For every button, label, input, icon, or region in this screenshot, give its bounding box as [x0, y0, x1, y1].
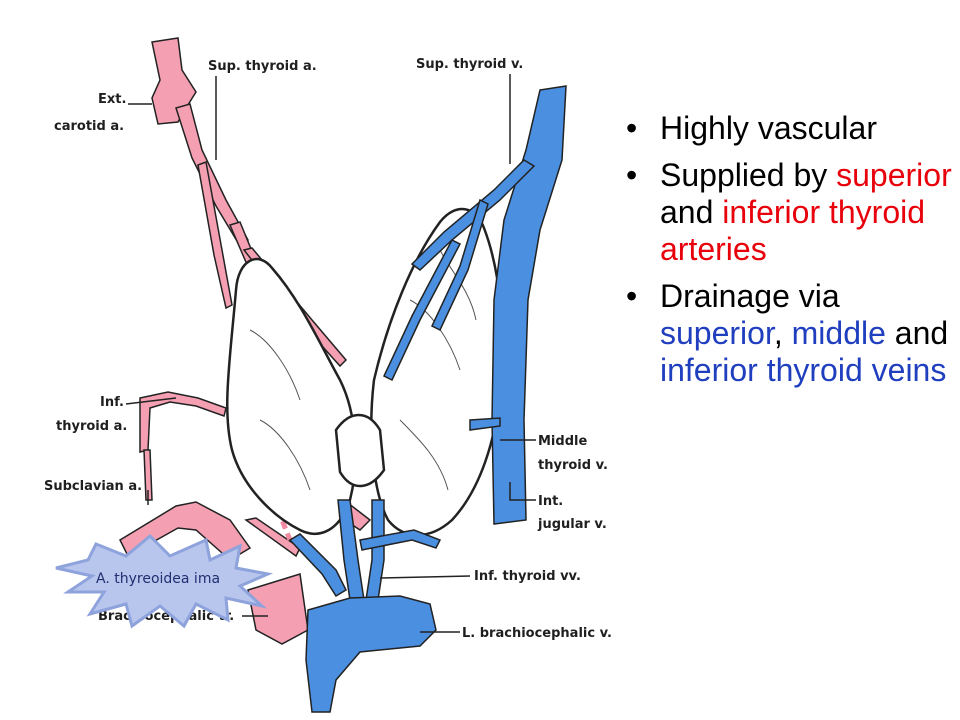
bullet-text-part: Drainage via — [660, 278, 840, 314]
right-lobe — [226, 257, 357, 535]
bullet-text: Highly vascular — [660, 110, 877, 146]
texture-line-2 — [259, 419, 311, 491]
bullet-text-part: and — [885, 315, 949, 351]
bullet-marker: • — [626, 278, 638, 314]
bullet-highly-vascular: • Highly vascular — [620, 110, 955, 147]
label-thyroid-v: thyroid v. — [538, 458, 608, 473]
internal-jugular-vein — [491, 85, 567, 525]
leader-inf-thyroid-a — [125, 397, 177, 405]
texture-line-1 — [249, 329, 301, 401]
bullet-text-part: and — [660, 194, 723, 230]
leader-int-jugular — [509, 482, 536, 501]
label-int: Int. — [538, 494, 563, 509]
superior-vein-term: superior — [660, 315, 774, 351]
middle-thyroid-vein — [469, 417, 501, 431]
leader-lines — [125, 74, 536, 633]
callout-text: A. thyreoidea ima — [96, 571, 220, 587]
anatomical-labels: Ext. carotid a. Sup. thyroid a. Sup. thy… — [44, 57, 612, 641]
label-subclavian: Subclavian a. — [44, 479, 142, 494]
superior-thyroid-vein — [410, 159, 536, 271]
bullet-text-part: Supplied by — [660, 157, 837, 193]
label-inf: Inf. — [100, 395, 124, 410]
label-inf-thyroid-vv: Inf. thyroid vv. — [474, 569, 581, 584]
bullet-supplied-by: • Supplied by superior and inferior thyr… — [620, 157, 955, 268]
brachiocephalic-trunk — [247, 573, 309, 645]
thyroid-gland — [226, 207, 504, 537]
label-l-brachiocephalic: L. brachiocephalic v. — [462, 626, 612, 641]
label-sup-thyroid-a: Sup. thyroid a. — [208, 59, 317, 74]
leader-inf-thyroid-vv — [379, 575, 471, 579]
bullet-drainage: • Drainage via superior, middle and infe… — [620, 278, 955, 389]
superior-artery-term: superior — [836, 157, 952, 193]
callout-burst — [55, 533, 274, 629]
label-middle: Middle — [538, 434, 587, 449]
sup-thyroid-branch-1 — [197, 160, 233, 310]
bullet-marker: • — [626, 110, 638, 146]
bullet-marker: • — [626, 157, 638, 193]
middle-vein-term: middle — [791, 315, 886, 351]
label-sup-thyroid-v: Sup. thyroid v. — [416, 57, 523, 72]
inferior-vein-term: inferior thyroid veins — [660, 352, 947, 388]
texture-line-4 — [399, 419, 449, 491]
inferior-thyroid-veins-2 — [365, 499, 385, 601]
label-ext: Ext. — [98, 92, 126, 107]
inferior-artery-term: inferior thyroid arteries — [660, 194, 926, 267]
subclavian-branch — [143, 449, 153, 501]
inferior-thyroid-veins-3 — [288, 533, 347, 598]
sup-thyroid-vein-branch-2 — [383, 239, 462, 382]
bullet-list: • Highly vascular • Supplied by superior… — [620, 110, 955, 399]
thyreoidea-ima-callout: A. thyreoidea ima — [55, 533, 274, 629]
label-thyroid-a: thyroid a. — [56, 419, 127, 434]
bullet-text-part: , — [773, 315, 792, 351]
sup-thyroid-vein-branch-1 — [431, 198, 489, 332]
left-brachiocephalic-vein — [305, 595, 437, 713]
isthmus — [334, 413, 386, 488]
inf-thyroid-vein-branch — [359, 529, 442, 551]
veins — [288, 85, 567, 713]
label-jugular-v: jugular v. — [537, 517, 607, 532]
label-carotid-a: carotid a. — [54, 119, 124, 134]
